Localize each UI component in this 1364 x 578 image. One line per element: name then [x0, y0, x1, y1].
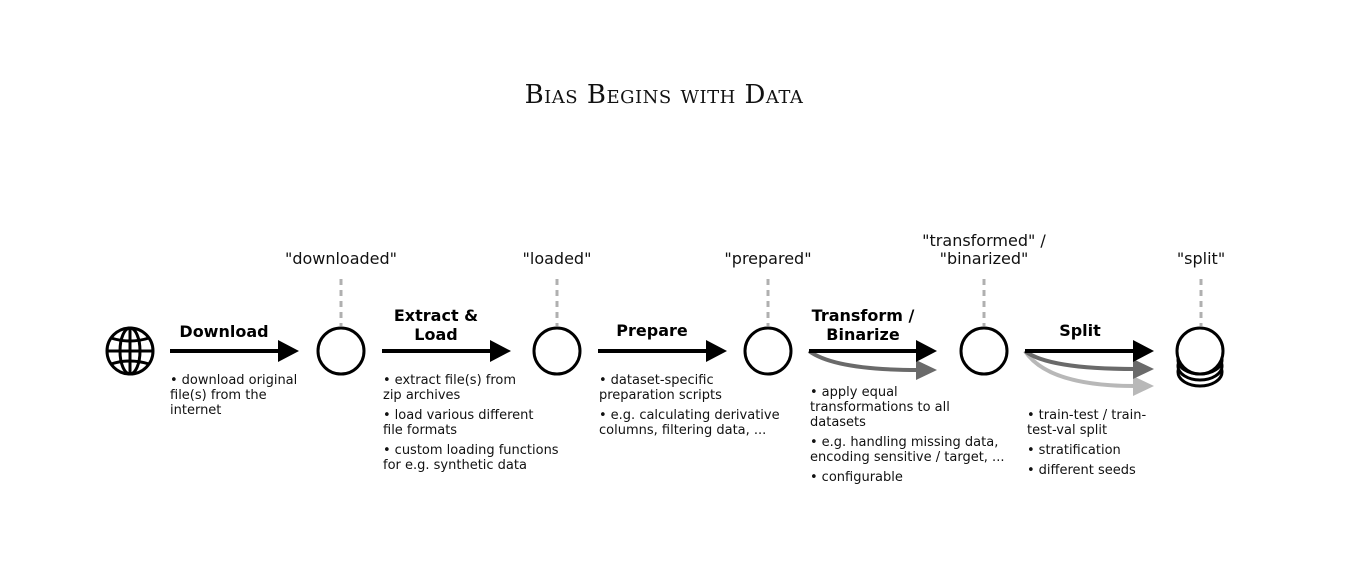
step-label-line: Download	[179, 322, 269, 341]
note-item: e.g. calculating derivative columns, fil…	[599, 408, 789, 438]
step-label-line: Binarize	[826, 325, 900, 344]
stage-label-downloaded: "downloaded"	[241, 250, 441, 268]
arrow-extract-load	[490, 340, 511, 362]
notes-prepare: dataset-specific preparation scripts e.g…	[599, 373, 789, 443]
step-label-line: Load	[414, 325, 458, 344]
stage-label-transformed: "transformed" / "binarized"	[884, 232, 1084, 268]
note-item: extract file(s) from zip archives	[383, 373, 533, 403]
stage-label-line: "loaded"	[522, 249, 592, 268]
arrow-transform-variant	[916, 360, 937, 380]
stage-label-line: "split"	[1176, 249, 1226, 268]
notes-transform: apply equal transformations to all datas…	[810, 385, 1010, 490]
step-arrows	[170, 340, 1154, 396]
stage-node-prepared	[743, 326, 793, 376]
step-label-line: Extract &	[393, 306, 479, 325]
step-label-split: Split	[1020, 321, 1140, 340]
stage-label-line: "transformed" /	[922, 231, 1046, 250]
note-item: configurable	[810, 470, 1010, 485]
arrow-split-test	[1133, 359, 1154, 379]
note-item: dataset-specific preparation scripts	[599, 373, 734, 403]
stage-label-line: "prepared"	[724, 249, 812, 268]
stage-label-split: "split"	[1101, 250, 1301, 268]
step-label-prepare: Prepare	[592, 321, 712, 340]
stage-label-line: "binarized"	[939, 249, 1029, 268]
step-label-line: Split	[1059, 321, 1101, 340]
note-item: apply equal transformations to all datas…	[810, 385, 975, 430]
arrow-prepare	[706, 340, 727, 362]
notes-extract-load: extract file(s) from zip archives load v…	[383, 373, 568, 478]
database-icon	[1175, 326, 1225, 388]
note-item: custom loading functions for e.g. synthe…	[383, 443, 568, 473]
diagram-title: Bias Begins with Data	[524, 80, 804, 110]
step-label-transform: Transform / Binarize	[798, 306, 928, 344]
stage-label-prepared: "prepared"	[668, 250, 868, 268]
stage-node-transformed	[959, 326, 1009, 376]
arrow-transform	[916, 340, 937, 362]
stage-label-line: "downloaded"	[284, 249, 398, 268]
note-item: different seeds	[1027, 463, 1162, 478]
step-label-extract-load: Extract & Load	[376, 306, 496, 344]
notes-split: train-test / train-test-val split strati…	[1027, 408, 1162, 483]
arrow-download	[278, 340, 299, 362]
note-item: e.g. handling missing data, encoding sen…	[810, 435, 1010, 465]
stage-label-loaded: "loaded"	[457, 250, 657, 268]
arrow-split-train	[1133, 340, 1154, 362]
arrow-split-val	[1133, 376, 1154, 396]
note-item: train-test / train-test-val split	[1027, 408, 1162, 438]
notes-download: download original file(s) from the inter…	[170, 373, 310, 423]
note-item: stratification	[1027, 443, 1162, 458]
stage-connectors	[339, 279, 1203, 326]
stage-node-downloaded	[316, 326, 366, 376]
step-label-line: Transform /	[811, 306, 915, 325]
globe-icon	[105, 326, 155, 376]
note-item: load various different file formats	[383, 408, 548, 438]
step-label-line: Prepare	[616, 321, 688, 340]
step-label-download: Download	[164, 322, 284, 341]
note-item: download original file(s) from the inter…	[170, 373, 310, 418]
stage-node-loaded	[532, 326, 582, 376]
